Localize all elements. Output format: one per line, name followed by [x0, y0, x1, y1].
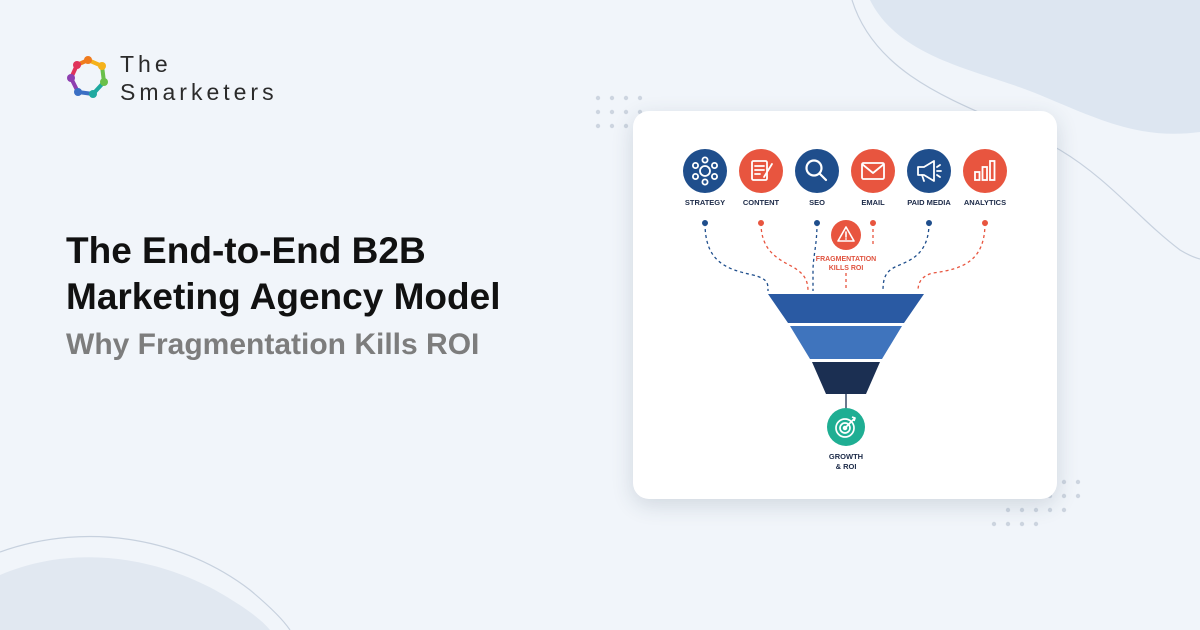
paid-media-icon-circle	[907, 149, 951, 193]
bar-chart-icon	[974, 160, 996, 181]
channel-email: EMAIL	[851, 149, 895, 207]
brand-name: The Smarketers	[120, 50, 278, 106]
channel-content: CONTENT	[739, 149, 783, 207]
outcome-label-line2: & ROI	[836, 462, 857, 471]
diagram-card: STRATEGY CONTENT SEO	[633, 111, 1057, 499]
brand-logo[interactable]: The Smarketers	[62, 50, 278, 106]
headline-block: The End-to-End B2B Marketing Agency Mode…	[66, 228, 606, 364]
page-title: The End-to-End B2B Marketing Agency Mode…	[66, 228, 606, 320]
connector-strategy	[704, 222, 769, 292]
magnifier-icon	[805, 159, 828, 182]
strategy-gear-icon	[692, 156, 719, 186]
funnel-tier-middle	[790, 326, 902, 359]
brand-mark-icon	[67, 56, 108, 98]
content-icon-circle	[739, 149, 783, 193]
channel-strategy: STRATEGY	[683, 149, 727, 207]
outcome-label-line1: GROWTH	[829, 452, 863, 461]
channel-seo: SEO	[795, 149, 839, 207]
funnel-tier-bottom	[812, 362, 880, 394]
outcome-growth-roi: GROWTH & ROI	[827, 408, 865, 471]
email-icon-circle	[851, 149, 895, 193]
funnel-diagram: STRATEGY CONTENT SEO	[683, 149, 1007, 471]
connector-analytics	[917, 222, 986, 292]
analytics-icon-circle	[963, 149, 1007, 193]
title-line-2: Marketing Agency Model	[66, 276, 501, 317]
connector-endpoints	[702, 220, 988, 226]
fragmentation-warning: FRAGMENTATION KILLS ROI	[816, 220, 876, 272]
warning-label-line1: FRAGMENTATION	[816, 256, 876, 263]
paid-media-label: PAID MEDIA	[907, 198, 951, 207]
brand-name-line1: The	[120, 51, 172, 77]
content-label: CONTENT	[743, 198, 780, 207]
warning-triangle-icon	[837, 226, 855, 242]
content-document-icon	[751, 160, 773, 181]
channel-paid-media: PAID MEDIA	[907, 149, 951, 207]
connector-content	[760, 222, 809, 292]
target-icon	[835, 416, 856, 438]
brand-name-line2: Smarketers	[120, 79, 278, 105]
warning-label-line2: KILLS ROI	[829, 265, 864, 272]
channel-analytics: ANALYTICS	[963, 149, 1007, 207]
connector-paid-media	[882, 222, 930, 292]
envelope-icon	[861, 162, 885, 180]
seo-icon-circle	[795, 149, 839, 193]
seo-label: SEO	[809, 198, 825, 207]
analytics-label: ANALYTICS	[964, 198, 1006, 207]
page-subtitle: Why Fragmentation Kills ROI	[66, 328, 480, 361]
funnel	[768, 294, 924, 394]
connector-seo	[812, 222, 818, 291]
megaphone-icon	[917, 160, 942, 182]
email-label: EMAIL	[861, 198, 885, 207]
strategy-icon-circle	[683, 149, 727, 193]
funnel-tier-top	[768, 294, 924, 323]
title-line-1: The End-to-End B2B	[66, 230, 426, 271]
strategy-label: STRATEGY	[685, 198, 725, 207]
